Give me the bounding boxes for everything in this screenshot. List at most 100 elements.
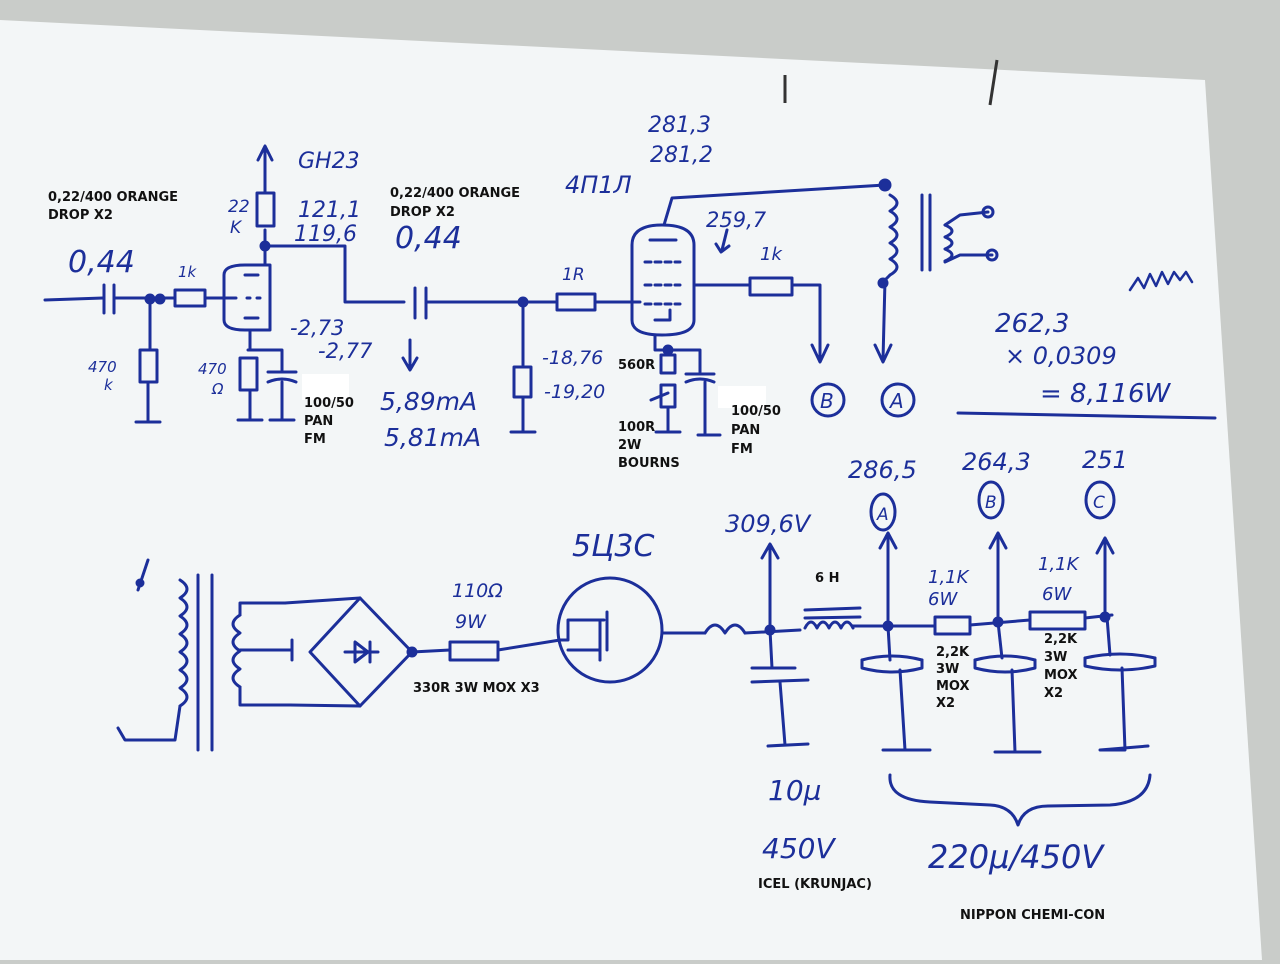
screen-to-b-wire: [790, 283, 822, 362]
cap4-plate-curved: [1083, 652, 1157, 660]
supply-arrow: [256, 144, 274, 162]
cathode-ground: [236, 388, 264, 422]
psu-r1-note-1: 2,2K: [936, 645, 970, 660]
ot-secondary: [943, 223, 954, 263]
cathode-res-label-1: 470: [198, 360, 227, 378]
pentode-cathode: [653, 308, 672, 322]
cathode-2-res-label: 560R: [618, 358, 655, 373]
pen-mark: [988, 59, 999, 106]
label-patch: [302, 374, 349, 400]
psu-r2-note-3: MOX: [1044, 668, 1078, 683]
cap1-wire: [768, 628, 774, 670]
cap4-wire: [1105, 615, 1112, 657]
power-calc-line-3: = 8,116W: [1040, 379, 1171, 409]
a-arrow: [873, 343, 893, 364]
node-a-circle: [880, 382, 916, 418]
psu-resistor-label-2: 9W: [455, 611, 487, 633]
cap3-plate: [973, 658, 1037, 674]
psu-r1-note-2: 3W: [936, 662, 959, 677]
output-terminal: [985, 248, 999, 262]
power-calc-line-1: 262,3: [995, 309, 1069, 339]
supply-label: GH23: [298, 149, 360, 174]
pentode-tube-label: 4П1Л: [565, 171, 632, 199]
psu-r1-note-4: X2: [936, 696, 955, 711]
bridge-wire: [283, 596, 362, 605]
grid-leak-label-2: k: [104, 376, 114, 394]
choke-label: 6 H: [815, 571, 839, 586]
node-b-psu-circle: [977, 480, 1005, 520]
paper-sheet: [0, 20, 1262, 960]
plate-res-label-2: K: [230, 218, 243, 238]
cap1-value-1: 10µ: [768, 774, 821, 807]
rectifier-tube-anode: [558, 618, 606, 642]
bypass-2-label-2: PAN: [731, 423, 760, 438]
cathode-volt-1: -2,73: [290, 316, 344, 340]
plate-output-wire: [263, 244, 406, 304]
bypass-2-label-1: 100/50: [731, 404, 781, 419]
psu-wire: [496, 638, 562, 652]
cathode-2-volt-1: -18,76: [542, 347, 603, 369]
ot-secondary-wire: [943, 253, 994, 264]
current-1: 5,89mA: [380, 387, 477, 416]
node-c-up-arrow: [1095, 536, 1115, 555]
calc-underline: [956, 411, 1217, 420]
input-cap-label-1: 0,22/400 ORANGE: [48, 190, 178, 205]
output-terminal: [981, 205, 995, 219]
psu-inductor-loop: [703, 623, 747, 635]
junction-dot: [877, 277, 889, 289]
cap3-wire: [996, 620, 1004, 660]
input-wire: [43, 296, 105, 302]
psu-r1-label-2: 6W: [928, 589, 958, 610]
cathode-volt-2: -2,77: [318, 339, 373, 363]
bypass-cap-label-1: 100/50: [304, 396, 354, 411]
choke-core: [803, 615, 862, 620]
ot-primary: [888, 193, 899, 277]
cathode-2-volt-2: -19,20: [544, 381, 605, 403]
cap4-ground: [1098, 666, 1150, 752]
node-a-psu-circle: [869, 492, 897, 532]
coupling-cap-label-2: DROP X2: [390, 205, 455, 220]
bypass-cap-label-3: FM: [304, 432, 326, 447]
cathode-res-label-2: Ω: [211, 380, 224, 398]
bypass-cap-plate-curved: [266, 377, 298, 384]
bypass-cap-wire: [248, 348, 284, 372]
psu-caps-brand: NIPPON CHEMI-CON: [960, 908, 1105, 923]
node-b-volt: 264,3: [962, 448, 1031, 476]
grid-stopper-label: 1k: [178, 263, 198, 281]
screen-res-label: 1k: [760, 244, 783, 265]
cap1-brand: ICEL (KRUNJAC): [758, 877, 872, 892]
trim-label-3: BOURNS: [618, 456, 680, 471]
triode-envelope: [222, 263, 272, 332]
cathode-2-ground: [654, 405, 682, 434]
choke-core: [803, 606, 862, 612]
pt-secondary-wire: [238, 685, 292, 707]
psu-r2-note-4: X2: [1044, 686, 1063, 701]
pentode-plate-volt-1: 281,3: [648, 113, 711, 138]
node-a-up-arrow: [878, 531, 898, 550]
b-arrow: [810, 343, 830, 364]
node-b-label: B: [820, 389, 834, 413]
junction-dot: [878, 178, 892, 192]
trim-pot-wiper: [649, 391, 670, 402]
node-a-volt: 286,5: [848, 456, 917, 484]
psu-resistor-label-1: 110Ω: [452, 580, 503, 602]
choke-winding: [803, 620, 855, 630]
cap2-ground: [881, 668, 932, 752]
rectifier-tube-envelope: [556, 576, 664, 684]
input-cap-label-2: DROP X2: [48, 208, 113, 223]
cap-group-brace: [888, 773, 1152, 827]
cap4-plate: [1083, 656, 1157, 672]
bypass-2-label-3: FM: [731, 442, 753, 457]
input-cap-value: 0,44: [68, 245, 135, 280]
ot-secondary-wire: [943, 210, 990, 227]
trim-label-2: 2W: [618, 438, 641, 453]
grid-leak-2-ground: [509, 395, 537, 434]
power-calc-line-2: × 0,0309: [1005, 342, 1117, 370]
node-c-psu-circle: [1084, 480, 1116, 520]
current-arrowhead: [401, 356, 419, 372]
bridge-diode-arrow: [353, 640, 370, 664]
cap1-ground: [766, 680, 810, 748]
rail-up-arrow: [760, 542, 780, 560]
screen-indicator-arrow: [720, 228, 729, 252]
